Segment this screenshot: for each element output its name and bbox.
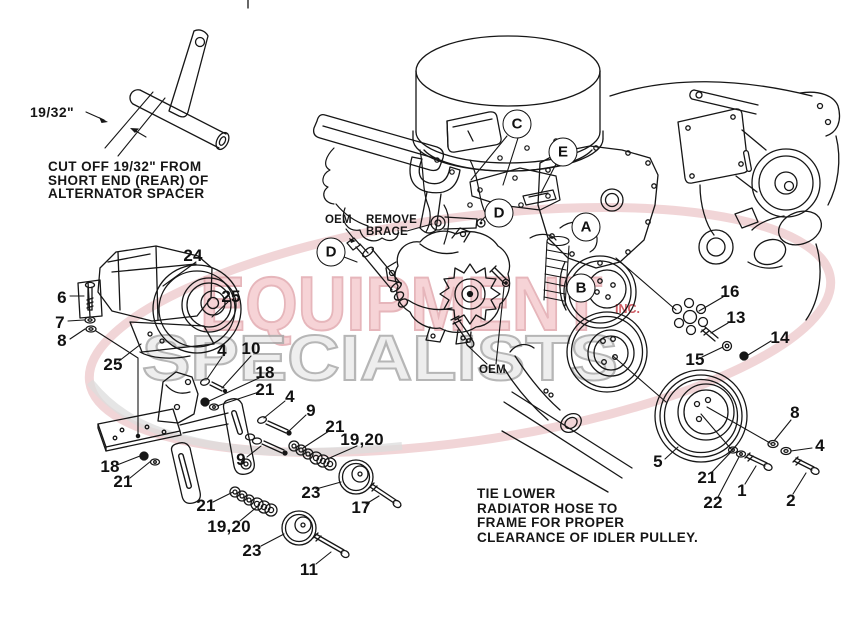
callout-21: 21 (196, 496, 216, 515)
callout-24: 24 (183, 246, 203, 265)
dimension-label: 19/32" (30, 104, 75, 120)
callout-23: 23 (301, 483, 321, 502)
callout-15: 15 (685, 350, 705, 369)
callout-2: 2 (786, 491, 796, 510)
callout-16: 16 (720, 282, 740, 301)
callout-11: 11 (299, 560, 319, 579)
callout-25: 25 (221, 287, 241, 306)
callout-21: 21 (325, 417, 345, 436)
alternator (385, 227, 511, 345)
alternator-spacer-inset (85, 29, 230, 157)
callout-18: 18 (255, 363, 275, 382)
view-marker-a: A (571, 212, 601, 242)
fan-spacer-16 (615, 257, 749, 361)
callout-22: 22 (703, 493, 723, 512)
callout-4: 4 (285, 387, 295, 406)
remove-brace-label: REMOVE BRACE (366, 214, 418, 238)
callout-25: 25 (103, 355, 123, 374)
callout-19-20: 19,20 (207, 517, 251, 536)
radiator-hose-frame (501, 343, 633, 493)
crank-pulley (566, 311, 667, 403)
spacer-cut-note: CUT OFF 19/32" FROM SHORT END (REAR) OF … (48, 159, 209, 201)
hardware-lower-right (727, 439, 820, 476)
callout-18: 18 (100, 457, 120, 476)
idler-arms (170, 398, 255, 504)
callout-9: 9 (306, 401, 316, 420)
callout-1: 1 (737, 481, 747, 500)
valve-cover (312, 113, 445, 172)
view-marker-d: D (316, 237, 346, 267)
callout-10: 10 (241, 339, 261, 358)
callout-21: 21 (255, 380, 275, 399)
callout-21: 21 (697, 468, 717, 487)
oem-label-bottom: OEM (479, 364, 506, 376)
compressor (77, 245, 242, 359)
pivot-bolt-spacer (346, 237, 409, 308)
callout-23: 23 (242, 541, 262, 560)
timing-cover (537, 145, 659, 269)
callout-8: 8 (57, 331, 67, 350)
idler-pulley-5 (654, 369, 771, 463)
view-marker-c: C (502, 109, 532, 139)
oem-bolts (450, 265, 511, 348)
callout-17: 17 (351, 498, 371, 517)
callout-13: 13 (726, 308, 746, 327)
radiator-hose-note: TIE LOWER RADIATOR HOSE TO FRAME FOR PRO… (477, 486, 699, 545)
callout-7: 7 (55, 313, 65, 332)
callout-5: 5 (653, 452, 663, 471)
oil-fill-tube (543, 235, 570, 307)
watermark-swoosh-gray (86, 379, 403, 457)
view-marker-d: D (484, 198, 514, 228)
oem-label-top: OEM (325, 214, 352, 226)
callout-21: 21 (113, 472, 133, 491)
bolt6-washers (84, 281, 141, 439)
callout-6: 6 (57, 288, 67, 307)
leader-lines (67, 135, 813, 565)
callout-19-20: 19,20 (340, 430, 384, 449)
callout-4: 4 (815, 436, 825, 455)
callout-9: 9 (236, 450, 246, 469)
watermark-text-specialists: SPECIALISTS (142, 322, 618, 394)
callout-4: 4 (217, 341, 227, 360)
exhaust-manifold (734, 207, 823, 321)
idler-pulley-assemblies (229, 440, 402, 559)
callout-8: 8 (790, 403, 800, 422)
engine-block (322, 138, 598, 253)
view-marker-b: B (566, 273, 596, 303)
mounting-plate (97, 371, 229, 452)
callout-14: 14 (770, 328, 790, 347)
hardware-lower-left (139, 378, 292, 466)
view-marker-e: E (548, 137, 578, 167)
